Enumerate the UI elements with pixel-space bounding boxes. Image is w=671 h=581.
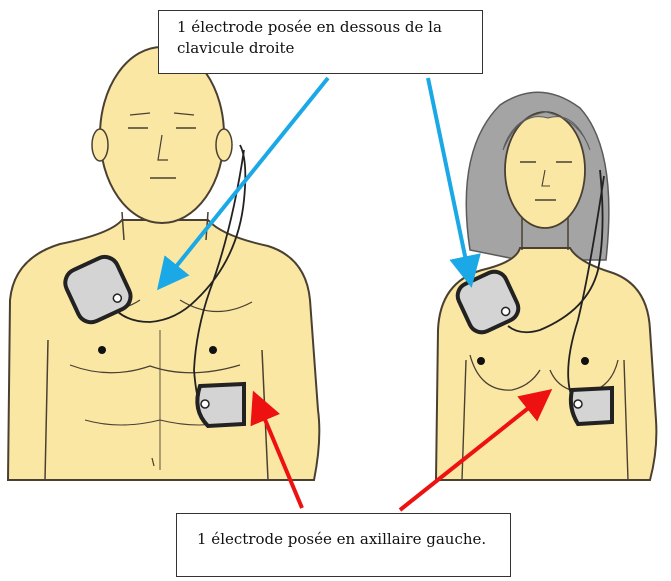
electrode-pad-icon xyxy=(571,388,612,424)
callout-top-label: 1 électrode posée en dessous de la clavi… xyxy=(158,10,483,74)
callout-bottom-label: 1 électrode posée en axillaire gauche. xyxy=(176,513,511,577)
electrode-pad-icon xyxy=(197,384,244,426)
woman-figure xyxy=(436,92,656,480)
man-figure xyxy=(8,47,319,480)
